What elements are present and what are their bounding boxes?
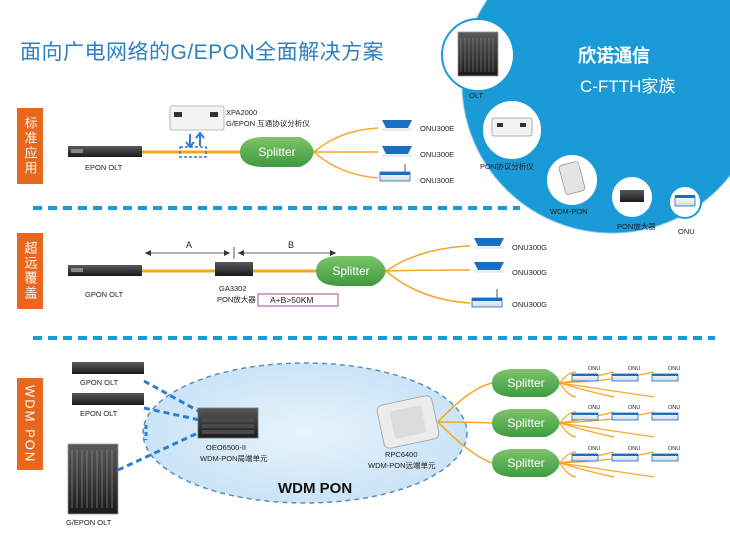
wdm-onu-label: ONU	[668, 446, 681, 452]
splitter-shape-2	[316, 256, 386, 286]
splitter-shape-1	[240, 137, 314, 167]
wdm-splitter-label-3: Splitter	[507, 456, 545, 470]
onu-mini-icon	[674, 196, 696, 207]
onu-g-label-3: ONU300G	[512, 300, 548, 309]
segment-b-label: B	[288, 240, 295, 250]
wdm-epon-olt-device	[72, 393, 144, 405]
wdm-onu-label: ONU	[668, 366, 681, 372]
epon-olt-label: EPON OLT	[85, 163, 123, 172]
amp-desc-label: PON放大器	[217, 295, 256, 304]
gpon-olt-device	[68, 265, 142, 276]
amp-model-label: GA3302	[219, 284, 247, 293]
family-wdm-label: WDM-PON	[550, 207, 588, 216]
wdm-pon-label: WDM PON	[278, 480, 353, 497]
tap-down-arrow	[185, 134, 195, 149]
analyzer-icon	[491, 117, 533, 137]
wdm-onu-label: ONU	[628, 446, 641, 452]
wdm-pon-ellipse	[142, 362, 468, 504]
analyzer-device	[169, 105, 225, 131]
brand-name: 欣诺通信	[578, 46, 650, 66]
wdm-gpon-olt-label: GPON OLT	[80, 378, 119, 387]
local-model-label: OEO6500-II	[206, 443, 247, 452]
onu-g-label-2: ONU300G	[512, 268, 548, 277]
analyzer-desc: G/EPON 互通协议分析仪	[226, 119, 310, 128]
wdm-splitter-shape-2	[492, 409, 560, 437]
epon-olt-device	[68, 146, 142, 157]
tap-coupler	[179, 146, 207, 158]
amplifier-device	[215, 262, 253, 276]
wdm-remote-icon	[558, 161, 586, 195]
onu-e-label-3: ONU300E	[420, 176, 455, 185]
distance-box	[257, 293, 339, 307]
gpon-olt-label: GPON OLT	[85, 290, 124, 299]
wdm-splitter-shape-1	[492, 369, 560, 397]
olt-chassis-icon	[457, 31, 499, 77]
splitter-label-2: Splitter	[332, 264, 370, 278]
wdm-splitter-shape-3	[492, 449, 560, 477]
wdm-onu-icons	[571, 373, 679, 462]
onu-e-label-1: ONU300E	[420, 124, 455, 133]
wdm-gepon-olt-label: G/EPON OLT	[66, 518, 112, 527]
family-onu-label: ONU	[678, 227, 695, 236]
wdm-epon-olt-label: EPON OLT	[80, 409, 118, 418]
wdm-onu-label: ONU	[628, 405, 641, 411]
wdm-gepon-olt-chassis	[67, 443, 119, 515]
page-title: 面向广电网络的G/EPON全面解决方案	[20, 41, 385, 64]
wdm-gpon-olt-device	[72, 362, 144, 374]
wdm-onu-label: ONU	[628, 366, 641, 372]
segment-a-label: A	[186, 240, 193, 250]
family-olt-label: OLT	[469, 91, 484, 100]
local-desc-label: WDM-PON局端单元	[200, 454, 268, 463]
brand-family: C-FTTH家族	[580, 77, 676, 96]
analyzer-model: XPA2000	[226, 108, 258, 117]
onu-g-label-1: ONU300G	[512, 243, 548, 252]
family-amp-label: PON放大器	[617, 222, 656, 231]
wdm-splitter-label-1: Splitter	[507, 376, 545, 390]
wdm-onu-label: ONU	[588, 446, 601, 452]
wdm-onu-label: ONU	[668, 405, 681, 411]
splitter-label-1: Splitter	[258, 145, 296, 159]
wdm-onu-label: ONU	[588, 405, 601, 411]
section-extended-tab: 超远覆盖	[17, 233, 43, 309]
section-standard-tab: 标准应用	[17, 108, 43, 184]
family-analyzer-label: PON协议分析仪	[480, 162, 534, 171]
family-circle	[441, 0, 730, 234]
onu-e-icons	[379, 120, 412, 182]
remote-model-label: RPC6400	[385, 450, 418, 459]
tap-up-arrow	[195, 131, 205, 146]
section-wdm-tab: WDM PON	[17, 378, 43, 470]
wdm-onu-label: ONU	[588, 366, 601, 372]
onu-e-label-2: ONU300E	[420, 150, 455, 159]
wdm-splitter-label-2: Splitter	[507, 416, 545, 430]
onu-g-icons	[471, 238, 504, 308]
remote-desc-label: WDM-PON远端单元	[368, 461, 436, 470]
distance-label: A+B>50KM	[270, 295, 314, 305]
amplifier-icon	[620, 190, 644, 202]
